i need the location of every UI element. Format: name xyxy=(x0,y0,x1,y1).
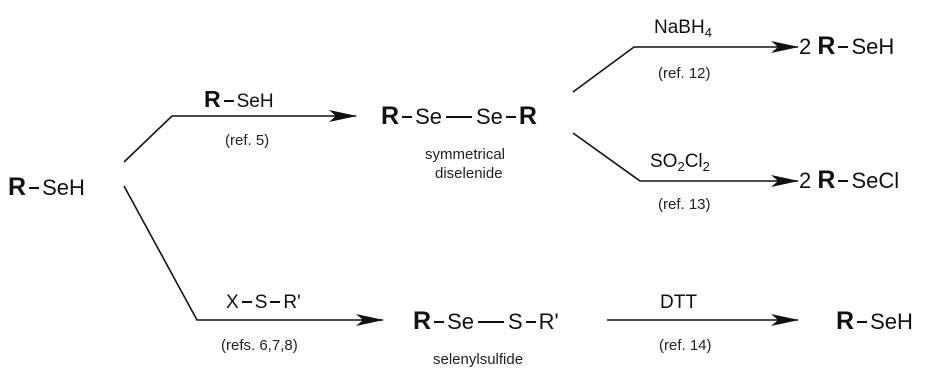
selenylsulfide: R Se S R' xyxy=(413,309,559,334)
product-selenenyl-chloride: 2 R SeCl xyxy=(799,168,899,193)
seh-group: SeH xyxy=(870,309,913,334)
se-atom: Se xyxy=(475,104,503,129)
bond xyxy=(29,187,40,190)
reagent-dtt: DTT xyxy=(660,292,697,313)
subscript: 2 xyxy=(702,159,710,174)
s-atom: S xyxy=(507,309,523,334)
bond xyxy=(270,300,281,303)
bond xyxy=(402,116,413,119)
seh-group: SeH xyxy=(851,34,895,59)
bond xyxy=(434,321,445,324)
se-atom: Se xyxy=(447,309,474,334)
se-se-bond xyxy=(445,116,472,119)
r-group: R xyxy=(8,173,27,201)
r-group: R xyxy=(817,166,836,194)
arrow-nabh4 xyxy=(572,41,799,93)
ref-14: (ref. 14) xyxy=(659,337,712,354)
s-atom: S xyxy=(254,292,268,313)
arrow-so2cl2 xyxy=(572,132,799,187)
arrow-to-selenylsulfide xyxy=(123,185,384,326)
se-s-bond xyxy=(477,321,504,324)
reagent-text: NaBH xyxy=(654,17,705,38)
product-final-selenol: R SeH xyxy=(836,309,913,334)
starting-selenol: R SeH xyxy=(8,175,85,200)
caption-diselenide: diselenide xyxy=(435,165,503,182)
coefficient: 2 xyxy=(799,34,812,59)
bond xyxy=(223,99,234,102)
bond xyxy=(838,46,849,49)
seh-group: SeH xyxy=(236,91,274,112)
ref-12: (ref. 12) xyxy=(658,65,711,82)
bond xyxy=(241,300,252,303)
caption-selenylsulfide: selenylsulfide xyxy=(433,351,524,368)
refs-6-7-8: (refs. 6,7,8) xyxy=(221,337,298,354)
reagent-selenol: R SeH xyxy=(204,86,274,112)
r-group: R xyxy=(204,86,221,112)
ref-5: (ref. 5) xyxy=(225,132,270,149)
r-group: R xyxy=(817,32,836,60)
reagent-nabh4: NaBH4 xyxy=(654,17,712,40)
reagent-text: Cl xyxy=(684,151,703,172)
r-prime: R' xyxy=(283,292,301,313)
bond xyxy=(838,180,849,183)
r-group: R xyxy=(413,307,432,335)
r-group: R xyxy=(381,102,400,130)
x-atom: X xyxy=(226,292,239,313)
r-group: R xyxy=(518,102,537,130)
coefficient: 2 xyxy=(799,168,812,193)
r-group: R xyxy=(836,307,855,335)
product-selenol: 2 R SeH xyxy=(799,34,894,59)
bond xyxy=(857,321,868,324)
reagent-so2cl2: SO2Cl2 xyxy=(650,151,710,174)
r-prime: R' xyxy=(538,309,559,334)
reagent-text: SO xyxy=(650,151,678,172)
subscript: 2 xyxy=(677,159,685,174)
se-atom: Se xyxy=(415,104,442,129)
caption-symmetrical: symmetrical xyxy=(425,146,506,163)
secl-group: SeCl xyxy=(851,168,900,193)
bond xyxy=(505,116,516,119)
diselenide: R Se Se R xyxy=(381,104,537,129)
subscript: 4 xyxy=(704,25,712,40)
arrow-to-diselenide xyxy=(123,110,357,163)
bond xyxy=(525,321,536,324)
ref-13: (ref. 13) xyxy=(658,196,711,213)
seh-group: SeH xyxy=(42,175,85,200)
